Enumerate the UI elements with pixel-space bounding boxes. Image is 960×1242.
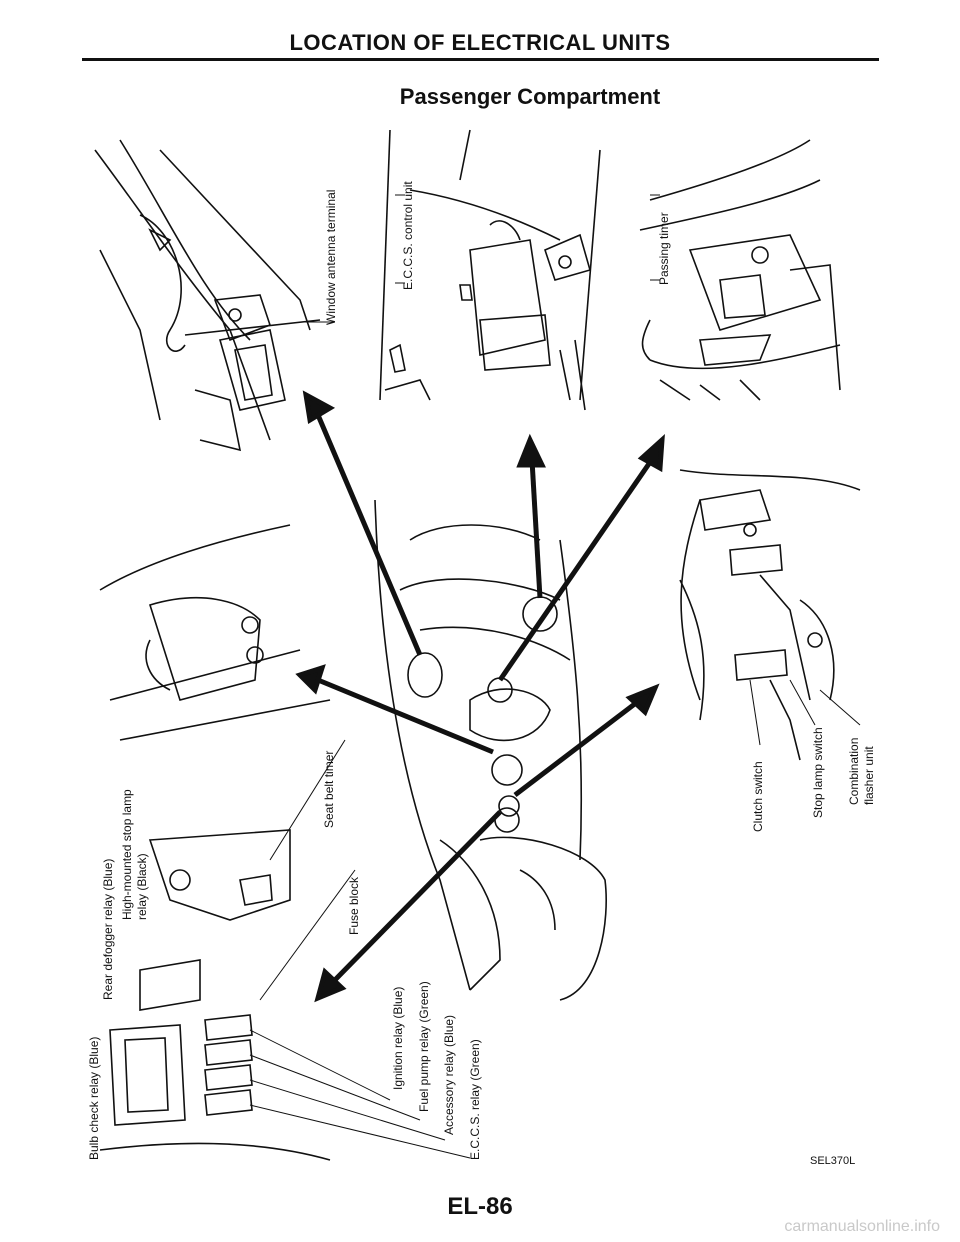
label-seat-belt-timer: Seat belt timer	[322, 751, 336, 828]
detail-passing-timer	[639, 139, 841, 401]
label-ignition-relay: Ignition relay (Blue)	[391, 987, 405, 1090]
section-subtitle: Passenger Compartment	[399, 84, 661, 109]
label-bulb-check-relay: Bulb check relay (Blue)	[87, 1037, 101, 1160]
label-combination-flasher-2: flasher unit	[862, 746, 876, 805]
page-number: EL-86	[447, 1193, 513, 1220]
detail-eccs-unit	[379, 129, 601, 411]
label-stop-lamp-switch: Stop lamp switch	[811, 727, 825, 818]
callout-arrows	[295, 390, 665, 1003]
label-high-mounted-stop-lamp-2: relay (Black)	[135, 853, 149, 920]
detail-window-antenna	[94, 139, 321, 452]
detail-relay-block	[99, 524, 331, 1161]
figure-code: SEL370L	[810, 1155, 856, 1167]
label-window-antenna-terminal: Window antenna terminal	[324, 190, 338, 325]
label-eccs-relay: E.C.C.S. relay (Green)	[468, 1039, 482, 1160]
title-rule	[82, 58, 879, 61]
label-accessory-relay: Accessory relay (Blue)	[442, 1015, 456, 1135]
watermark: carmanualsonline.info	[784, 1218, 940, 1235]
detail-switches	[679, 469, 861, 761]
label-passing-timer: Passing timer	[657, 212, 671, 285]
page-title: LOCATION OF ELECTRICAL UNITS	[289, 30, 671, 55]
label-eccs-control-unit: E.C.C.S. control unit	[401, 181, 415, 290]
label-fuel-pump-relay: Fuel pump relay (Green)	[417, 981, 431, 1112]
label-rear-defogger-relay: Rear defogger relay (Blue)	[101, 859, 115, 1000]
leader-lines	[249, 194, 861, 1159]
label-high-mounted-stop-lamp: High-mounted stop lamp	[120, 789, 134, 920]
label-fuse-block: Fuse block	[347, 876, 361, 935]
label-combination-flasher: Combination	[847, 738, 861, 805]
label-clutch-switch: Clutch switch	[751, 761, 765, 832]
